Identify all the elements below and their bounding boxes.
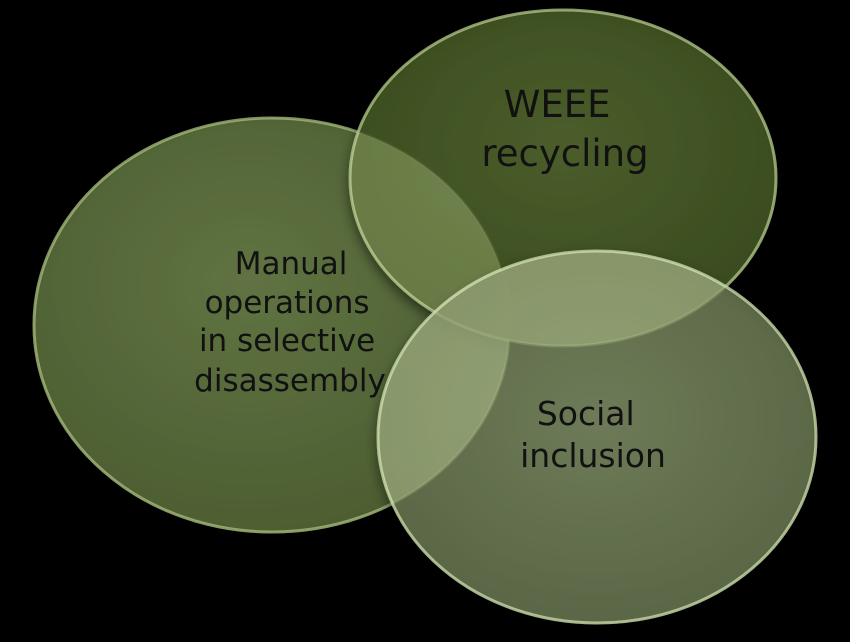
manual-operations-label: Manual operations in selective disassemb…: [194, 246, 386, 399]
overlap-highlights: [350, 118, 776, 532]
weee-recycling-line-1: WEEE: [504, 83, 611, 126]
social-inclusion-line-2: inclusion: [520, 436, 666, 475]
manual-operations-line-3: in selective: [199, 323, 375, 359]
manual-operations-line-1: Manual: [235, 246, 348, 282]
weee-recycling-line-2: recycling: [481, 132, 648, 175]
weee-recycling-label: WEEE recycling: [481, 83, 648, 175]
manual-operations-line-2: operations: [205, 285, 370, 321]
overlap-manual-social: [378, 251, 510, 532]
overlap-manual-weee: [350, 118, 510, 346]
social-inclusion-label: Social inclusion: [520, 394, 666, 475]
manual-operations-line-4: disassembly: [194, 363, 386, 399]
social-inclusion-line-1: Social: [537, 394, 635, 433]
